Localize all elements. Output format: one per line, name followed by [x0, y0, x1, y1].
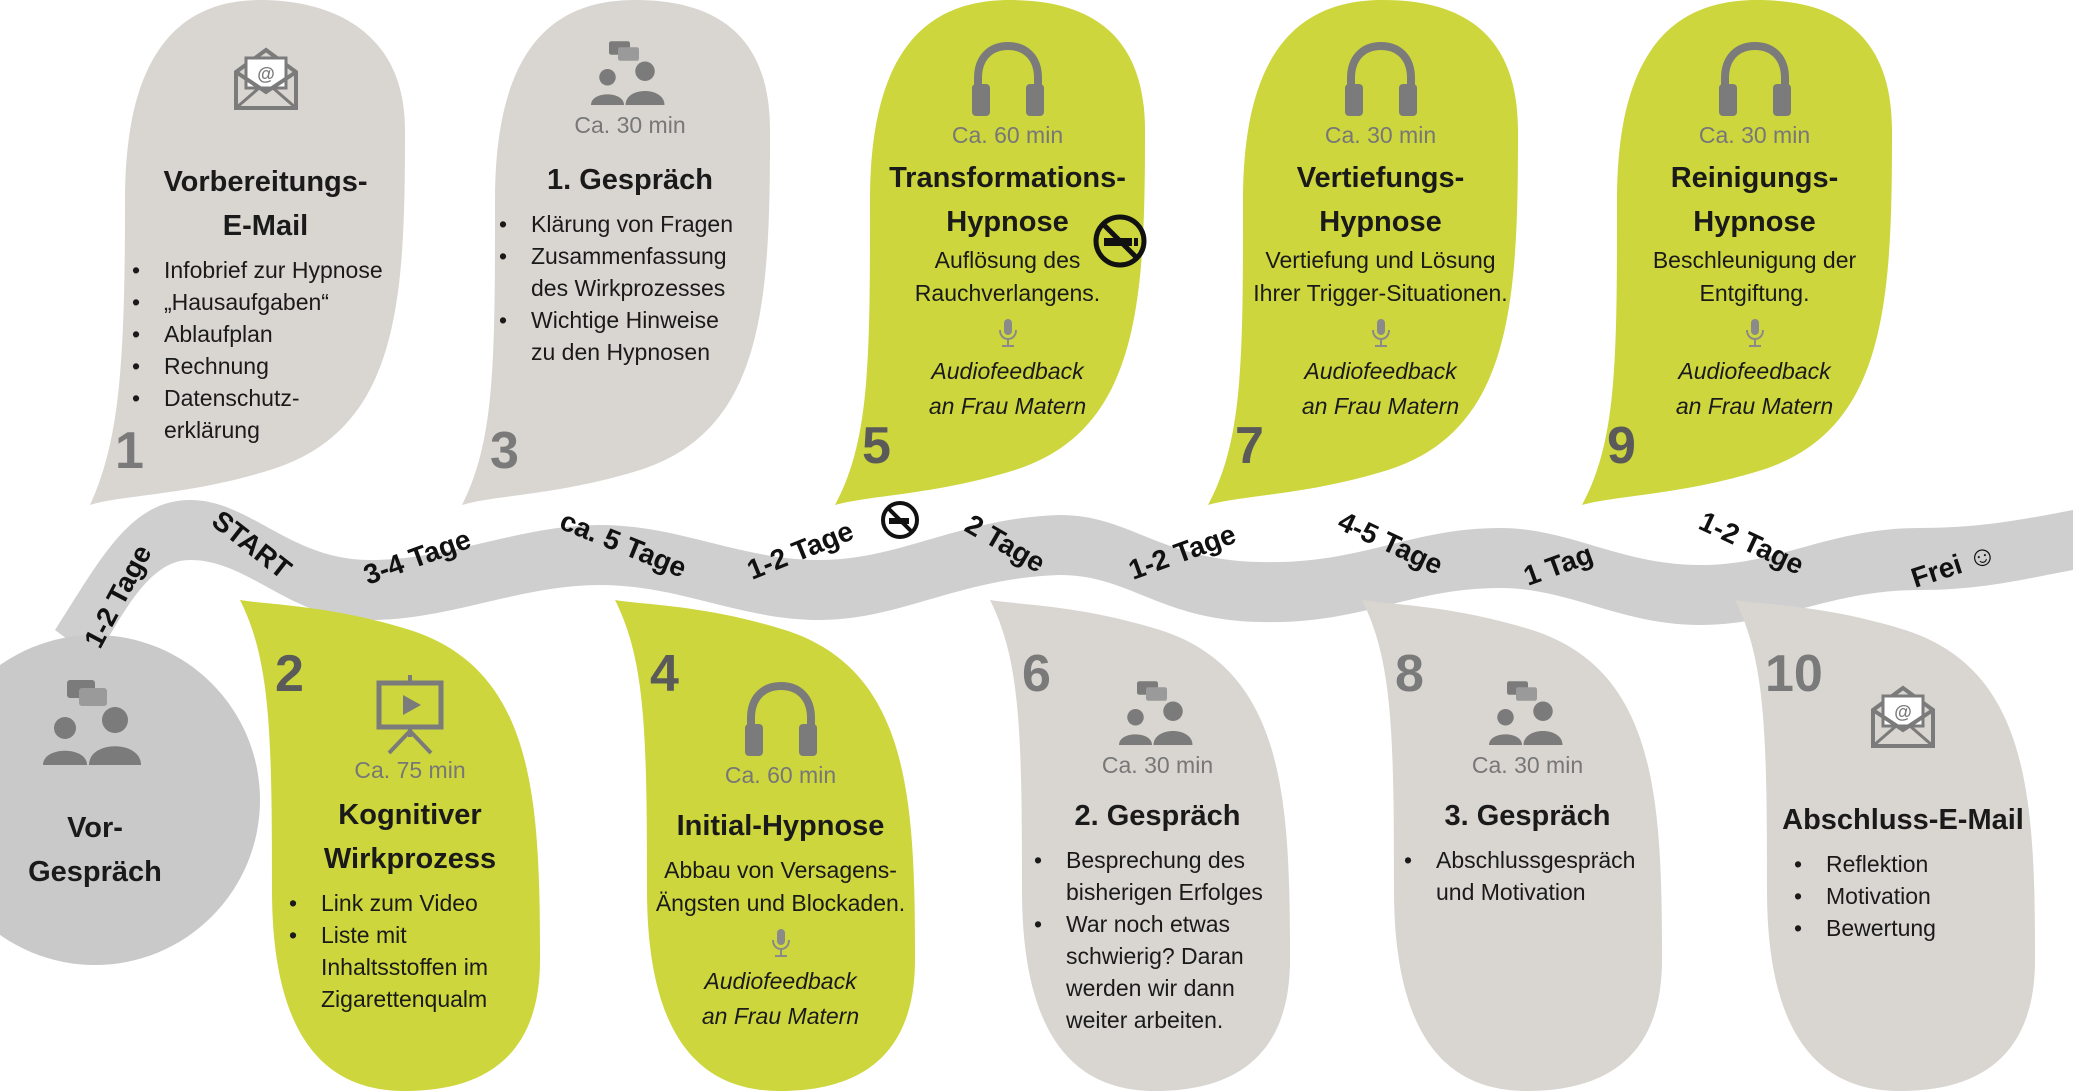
step-5-card: Ca. 60 min Transformations- Hypnose Aufl… — [870, 40, 1145, 424]
headphones-icon — [744, 681, 817, 756]
step-9-title: Reinigungs- Hypnose — [1670, 162, 1839, 238]
microphone-icon — [771, 929, 790, 957]
microphone-icon — [1745, 319, 1764, 347]
step-4-duration: Ca. 60 min — [724, 762, 837, 788]
step-5-description: Auflösung des Rauchverlangens. — [914, 247, 1101, 306]
step-4-description: Abbau von Versagens- Ängsten und Blockad… — [655, 857, 906, 916]
step-7-description: Vertiefung und Lösung Ihrer Trigger-Situ… — [1253, 247, 1508, 306]
no-smoking-icon — [881, 501, 919, 539]
step-1-number: 1 — [115, 422, 144, 480]
drop-step-4 — [615, 600, 915, 1091]
step-6-number: 6 — [1022, 645, 1051, 703]
step-8-bullets: Abschlussgespräch und Motivation — [1400, 844, 1655, 908]
bullet-item: Rechnung — [128, 350, 403, 382]
step-10-number: 10 — [1765, 645, 1823, 703]
headphones-icon — [971, 41, 1044, 116]
bullet-item: Bewertung — [1790, 912, 2034, 944]
bullet-item: Link zum Video — [285, 887, 535, 919]
step-7-number: 7 — [1235, 417, 1264, 475]
step-2-number: 2 — [275, 645, 304, 703]
presentation-icon — [376, 675, 444, 755]
step-4-card: Ca. 60 min Initial-Hypnose Abbau von Ver… — [648, 680, 913, 1034]
step-8-number: 8 — [1395, 645, 1424, 703]
drop-step-5 — [835, 0, 1145, 505]
headphones-icon — [1718, 41, 1791, 116]
step-10-card: @ Abschluss-E-Mail Reflektion Motivation… — [1772, 680, 2034, 944]
step-1-bullets: Infobrief zur Hypnose „Hausaufgaben“ Abl… — [128, 254, 403, 446]
bullet-item: Reflektion — [1790, 848, 2034, 880]
bullet-item: Ablaufplan — [128, 318, 403, 350]
step-2-bullets: Link zum Video Liste mit Inhaltsstoffen … — [285, 887, 535, 1015]
step-7-title: Vertiefungs- Hypnose — [1296, 162, 1465, 238]
step-7-card: Ca. 30 min Vertiefungs- Hypnose Vertiefu… — [1243, 40, 1518, 424]
headphones-icon — [1344, 41, 1417, 116]
step-2-duration: Ca. 75 min — [354, 757, 466, 783]
step-1-card: @ Vorbereitungs- E-Mail Infobrief zur Hy… — [128, 42, 403, 446]
step-3-number: 3 — [490, 422, 519, 480]
bullet-item: Wichtige Hinweise zu den Hypnosen — [495, 304, 765, 368]
step-5-feedback: Audiofeedback an Frau Matern — [928, 358, 1087, 419]
microphone-icon — [1371, 319, 1390, 347]
step-6-title: 2. Gespräch — [1074, 800, 1241, 832]
step-4-title: Initial-Hypnose — [676, 810, 885, 842]
step-9-feedback: Audiofeedback an Frau Matern — [1675, 358, 1834, 419]
step-5-title: Transformations- Hypnose — [889, 162, 1126, 238]
step-7-duration: Ca. 30 min — [1324, 122, 1437, 148]
timeline-road — [55, 500, 2073, 660]
conversation-icon — [591, 41, 665, 105]
step-3-duration: Ca. 30 min — [574, 112, 686, 138]
bullet-item: Klärung von Fragen — [495, 208, 765, 240]
step-4-number: 4 — [650, 645, 679, 703]
drop-step-7 — [1208, 0, 1518, 505]
email-icon: @ — [1871, 685, 1935, 748]
bullet-item: Infobrief zur Hypnose — [128, 254, 403, 286]
email-icon: @ — [233, 47, 298, 110]
svg-text:@: @ — [1894, 702, 1912, 722]
step-8-title: 3. Gespräch — [1444, 800, 1611, 832]
step-1-title: Vorbereitungs- E-Mail — [163, 166, 368, 242]
drop-step-9 — [1582, 0, 1892, 505]
conversation-icon — [1118, 681, 1192, 745]
step-2-card: Ca. 75 min Kognitiver Wirkprozess Link z… — [285, 675, 535, 1015]
step-9-description: Beschleunigung der Entgiftung. — [1652, 247, 1857, 306]
step-4-feedback: Audiofeedback an Frau Matern — [701, 968, 860, 1029]
step-8-duration: Ca. 30 min — [1471, 752, 1584, 778]
bullet-item: Motivation — [1790, 880, 2034, 912]
step-3-bullets: Klärung von Fragen Zusammenfassung des W… — [495, 208, 765, 368]
step-5-number: 5 — [862, 417, 891, 475]
vorgespraech-card: Vor- Gespräch — [15, 680, 175, 894]
bullet-item: Besprechung des bisherigen Erfolges — [1030, 844, 1285, 908]
conversation-icon — [43, 680, 141, 765]
step-2-title: Kognitiver Wirkprozess — [323, 799, 497, 875]
step-10-bullets: Reflektion Motivation Bewertung — [1790, 848, 2034, 944]
drop-step-10 — [1735, 600, 2035, 1091]
conversation-icon — [1488, 681, 1562, 745]
vorgespraech-title: Vor- Gespräch — [28, 812, 162, 888]
step-5-duration: Ca. 60 min — [951, 122, 1064, 148]
bullet-item: Datenschutz- erklärung — [128, 382, 403, 446]
no-smoking-icon — [1093, 214, 1147, 268]
step-8-card: Ca. 30 min 3. Gespräch Abschlussgespräch… — [1400, 680, 1655, 908]
svg-text:@: @ — [257, 64, 275, 84]
step-3-card: Ca. 30 min 1. Gespräch Klärung von Frage… — [495, 40, 765, 368]
step-10-title: Abschluss-E-Mail — [1782, 804, 2024, 836]
step-6-duration: Ca. 30 min — [1101, 752, 1214, 778]
step-7-feedback: Audiofeedback an Frau Matern — [1301, 358, 1460, 419]
step-9-number: 9 — [1607, 417, 1636, 475]
step-3-title: 1. Gespräch — [546, 164, 714, 196]
step-9-duration: Ca. 30 min — [1698, 122, 1811, 148]
step-6-card: Ca. 30 min 2. Gespräch Besprechung des b… — [1030, 680, 1285, 1036]
step-6-bullets: Besprechung des bisherigen Erfolges War … — [1030, 844, 1285, 1036]
bullet-item: Zusammenfassung des Wirkprozesses — [495, 240, 765, 304]
step-9-card: Ca. 30 min Reinigungs- Hypnose Beschleun… — [1617, 40, 1892, 424]
bullet-item: War noch etwas schwierig? Daran werden w… — [1030, 908, 1285, 1036]
bullet-item: Abschlussgespräch und Motivation — [1400, 844, 1655, 908]
bullet-item: „Hausaufgaben“ — [128, 286, 403, 318]
microphone-icon — [998, 319, 1017, 347]
bullet-item: Liste mit Inhaltsstoffen im Zigarettenqu… — [285, 919, 535, 1015]
